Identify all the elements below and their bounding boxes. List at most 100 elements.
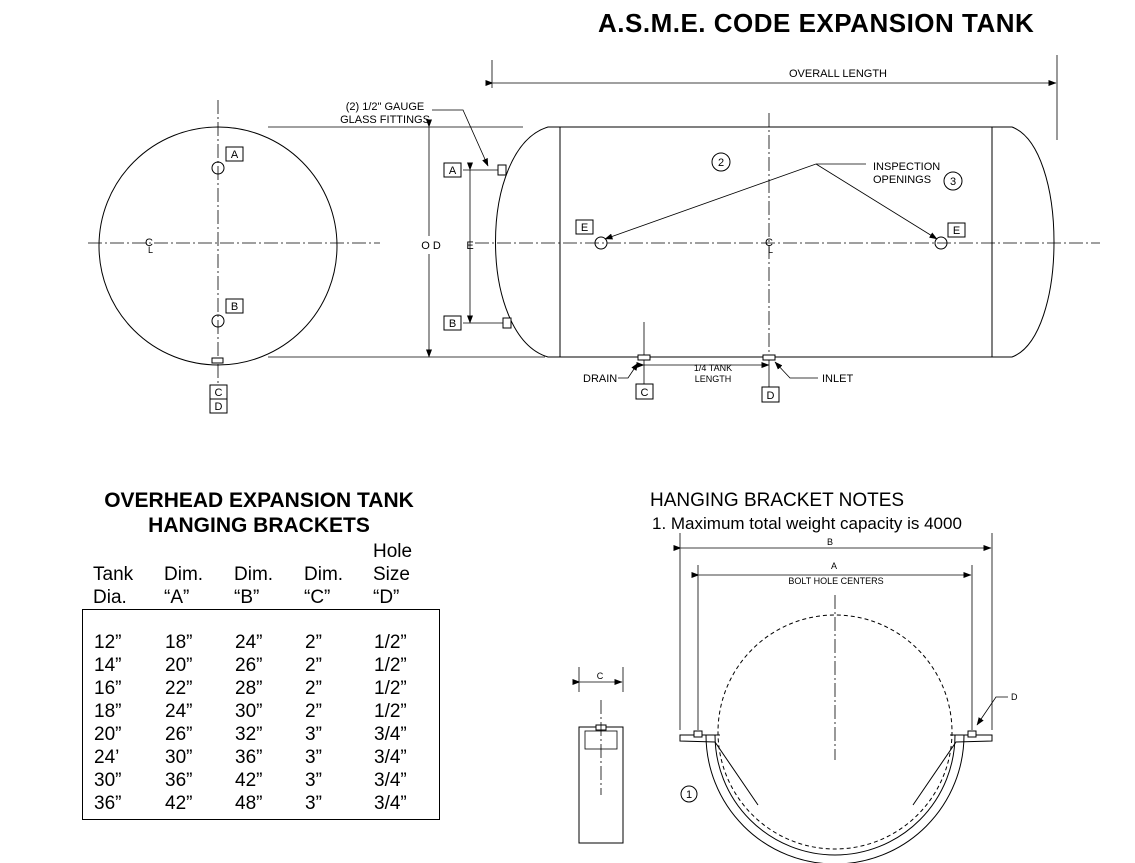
quarter-length-line1: 1/4 TANK	[694, 363, 732, 373]
bracket-side-view: C	[572, 667, 624, 844]
bracket-saddle-outer	[705, 734, 965, 863]
gauge-note-line1: (2) 1/2" GAUGE	[346, 101, 424, 113]
page-title: A.S.M.E. CODE EXPANSION TANK	[598, 8, 1035, 38]
bracket-table-body: 12”18”24”2”1/2”14”20”26”2”1/2”16”22”28”2…	[82, 609, 440, 820]
gauge-note-leader	[432, 109, 489, 167]
table-cell: 12”	[94, 632, 122, 653]
table-cell: 18”	[94, 701, 122, 722]
table-cell: 20”	[94, 724, 122, 745]
table-row: 12”18”24”2”1/2”	[83, 631, 439, 654]
gauge-fitting-a	[497, 164, 507, 176]
table-cell: 2”	[305, 678, 322, 699]
inspection-callout-circle	[943, 171, 963, 191]
notes-line-1: 1. Maximum total weight capacity is 4000	[652, 514, 962, 533]
shell-callout: 2	[718, 157, 724, 169]
inspection-leader-left	[604, 163, 817, 240]
drain-label: DRAIN	[583, 373, 617, 385]
gauge-note-line2: GLASS FITTINGS	[340, 114, 430, 126]
table-cell: 26”	[165, 724, 193, 745]
table-title: OVERHEAD EXPANSION TANK HANGING BRACKETS	[94, 488, 424, 538]
table-cell: 3”	[305, 747, 322, 768]
elevation-tag-b: B	[449, 318, 456, 330]
tank-body	[495, 126, 1055, 358]
notes-title: HANGING BRACKET NOTES	[650, 490, 905, 511]
end-view-tag-c: C	[215, 387, 223, 399]
table-cell: 36”	[235, 747, 263, 768]
drain-fitting	[637, 354, 651, 361]
table-cell: 30”	[94, 770, 122, 791]
bracket-front-view: B A BOLT HOLE CENTERS D 1	[673, 533, 1018, 863]
bracket-callout: 1	[686, 789, 692, 801]
end-view-bottom-fitting	[211, 357, 224, 364]
table-cell: 48”	[235, 793, 263, 814]
end-view-tag-d: D	[215, 401, 223, 413]
quarter-length-line2: LENGTH	[695, 374, 732, 384]
table-cell: 14”	[94, 655, 122, 676]
table-row: 16”22”28”2”1/2”	[83, 677, 439, 700]
bracket-callout-circle	[680, 785, 698, 803]
e-dimension-label: E	[466, 240, 473, 252]
table-cell: 18”	[165, 632, 193, 653]
bracket-dim-c: C	[597, 671, 604, 681]
table-cell: 36”	[165, 770, 193, 791]
table-cell: 28”	[235, 678, 263, 699]
table-title-line2: HANGING BRACKETS	[148, 514, 370, 537]
od-label: O D	[421, 240, 441, 252]
table-cell: 3/4”	[374, 793, 407, 814]
table-cell: 24’	[94, 747, 120, 768]
end-view: A B C D C L	[88, 100, 380, 414]
table-title-line1: OVERHEAD EXPANSION TANK	[104, 489, 414, 512]
inspection-opening-left	[594, 236, 608, 250]
od-dimension: O D	[268, 119, 545, 358]
table-cell: 3/4”	[374, 770, 407, 791]
tank-centerline-symbol: C	[765, 237, 773, 249]
inspection-leader-right	[815, 163, 938, 240]
end-view-centerline-subscript: L	[148, 245, 153, 255]
table-cell: 26”	[235, 655, 263, 676]
table-cell: 24”	[165, 701, 193, 722]
elevation-view: OVERALL LENGTH C L E A B (2) 1/2" GAUGE …	[340, 55, 1100, 403]
end-view-centerline-symbol: C	[145, 237, 153, 249]
tank-centerline-subscript: L	[768, 245, 773, 255]
table-row: 14” 20” 26” 2” 1/2”	[83, 654, 439, 677]
tank-outline-dashed	[717, 614, 953, 850]
table-cell: 36”	[94, 793, 122, 814]
inspection-note-line2: OPENINGS	[873, 174, 931, 186]
bracket-dim-a: A	[831, 561, 837, 571]
table-row: 30”36”42”3”3/4”	[83, 769, 439, 792]
table-cell: 2”	[305, 632, 322, 653]
overall-length-label: OVERALL LENGTH	[789, 68, 887, 80]
table-cell: 2”	[305, 655, 322, 676]
elevation-tag-a: A	[449, 165, 457, 177]
table-cell: 3/4”	[374, 724, 407, 745]
header-tank-dia: Tank Dia.	[93, 564, 134, 608]
table-cell: 1/2”	[374, 701, 407, 722]
inspection-opening-right	[934, 236, 948, 250]
header-hole-size: Hole Size “D”	[373, 541, 413, 608]
table-cell: 3”	[305, 793, 322, 814]
table-cell: 42”	[235, 770, 263, 791]
table-cell: 1/2”	[374, 678, 407, 699]
header-dim-c: Dim. “C”	[304, 564, 344, 608]
header-dim-a: Dim. “A”	[164, 564, 204, 608]
elevation-tag-e-left: E	[581, 222, 588, 234]
inlet-fitting	[762, 354, 776, 361]
table-cell: 20”	[165, 655, 193, 676]
table-row: 36”42”48”3”3/4”	[83, 792, 439, 815]
end-view-tag-d-box	[209, 398, 228, 414]
table-cell: 22”	[165, 678, 193, 699]
inlet-label: INLET	[822, 373, 853, 385]
table-cell: 24”	[235, 632, 263, 653]
inspection-note-line1: INSPECTION	[873, 161, 940, 173]
end-view-fitting-a	[211, 161, 225, 175]
bolt-hole-left	[693, 730, 703, 738]
inspection-callout: 3	[950, 176, 956, 188]
bracket-right-ear	[912, 734, 993, 806]
bracket-left-ear	[679, 734, 759, 806]
table-row: 18”24”30”2”1/2”	[83, 700, 439, 723]
bracket-dim-b: B	[827, 537, 833, 547]
shell-callout-circle	[711, 152, 731, 172]
elevation-tag-d: D	[767, 390, 775, 402]
table-cell: 1/2”	[374, 655, 407, 676]
